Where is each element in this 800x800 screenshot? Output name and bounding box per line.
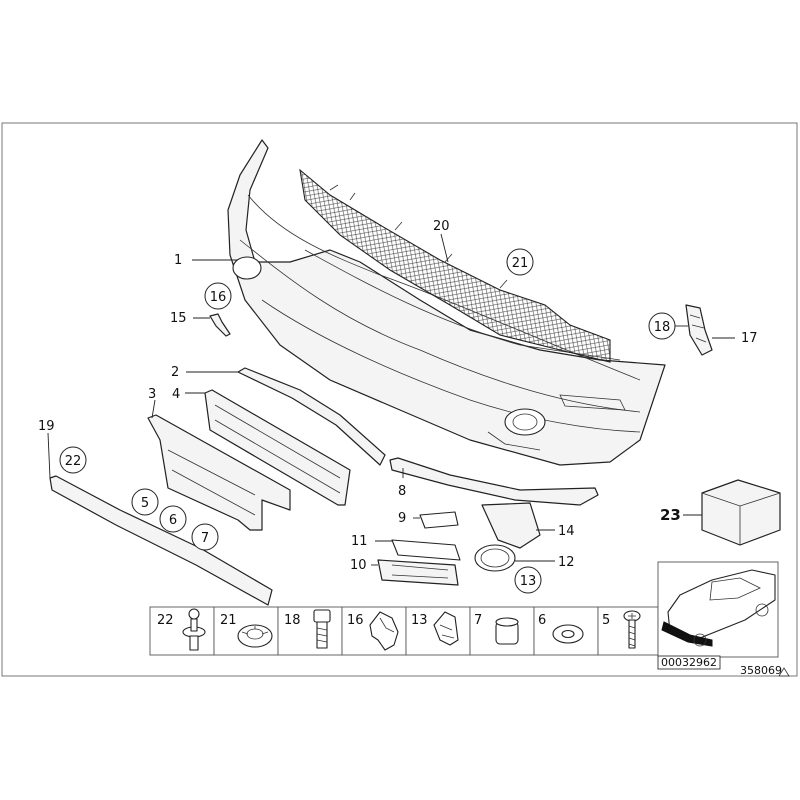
- callout-9: 9: [398, 511, 406, 526]
- bumper-cover: [227, 139, 666, 466]
- callout-19: 19: [38, 419, 55, 434]
- lower-spoiler-strip: [49, 475, 273, 606]
- clip-16-icon: [369, 611, 399, 651]
- hardware-legend: 22 21 18 16 13 7 6 5: [149, 606, 659, 656]
- callout-labels: 1 2 3 4 8 9 10 11 12 14 15 17 19 20 23: [38, 219, 758, 573]
- car-thumbnail: [657, 561, 779, 658]
- circled-callout-16: 16: [204, 282, 232, 310]
- svg-text:16: 16: [210, 290, 227, 305]
- svg-text:18: 18: [654, 320, 671, 335]
- leader-lines: [47, 233, 735, 566]
- cap-7-icon: [495, 617, 519, 645]
- trim-strip-lower: [389, 457, 599, 506]
- screw-5-icon: [623, 610, 641, 649]
- trim-strip-upper: [237, 367, 386, 466]
- callout-2: 2: [171, 365, 179, 380]
- callout-12: 12: [558, 555, 575, 570]
- legend-label-5: 5: [602, 613, 610, 628]
- clip-22-icon: [182, 608, 206, 651]
- circled-callout-7: 7: [191, 523, 219, 551]
- legend-label-16: 16: [347, 613, 364, 628]
- small-clip: [209, 313, 231, 337]
- callout-1: 1: [174, 253, 182, 268]
- svg-text:6: 6: [169, 513, 177, 528]
- legend-label-6: 6: [538, 613, 546, 628]
- circled-callout-6: 6: [159, 505, 187, 533]
- clip-13-icon: [433, 611, 459, 646]
- callout-14: 14: [558, 524, 575, 539]
- circled-callout-13: 13: [514, 566, 542, 594]
- svg-text:5: 5: [141, 496, 149, 511]
- diagram-frame: [1, 122, 798, 677]
- callout-11: 11: [351, 534, 368, 549]
- nut-21-icon: [237, 624, 273, 648]
- legend-cell-18: [277, 606, 343, 656]
- thumbnail-code: 00032962: [661, 656, 717, 669]
- plate-holder: [147, 414, 291, 531]
- svg-text:7: 7: [201, 531, 209, 546]
- washer-6-icon: [552, 624, 584, 644]
- svg-text:22: 22: [65, 454, 82, 469]
- legend-label-18: 18: [284, 613, 301, 628]
- svg-text:21: 21: [512, 256, 529, 271]
- callout-8: 8: [398, 484, 406, 499]
- circled-callout-18: 18: [648, 312, 676, 340]
- grille-bracket: [685, 304, 713, 356]
- fog-light-housing: [474, 502, 541, 572]
- callout-15: 15: [170, 311, 187, 326]
- circled-callout-21: 21: [506, 248, 534, 276]
- plate-base: [204, 389, 351, 506]
- circled-callout-22: 22: [59, 446, 87, 474]
- callout-20: 20: [433, 219, 450, 234]
- legend-label-7: 7: [474, 613, 482, 628]
- callout-23: 23: [660, 506, 681, 524]
- legend-label-13: 13: [411, 613, 428, 628]
- mesh-grille: [299, 168, 611, 363]
- circled-callouts: 16 21 18 22 5 6 7 13: [59, 248, 676, 594]
- diagram-number: 358069: [740, 664, 782, 677]
- corner-triangle-icon: [778, 667, 790, 677]
- box-part: [701, 479, 781, 546]
- svg-text:13: 13: [520, 574, 537, 589]
- callout-3: 3: [148, 387, 156, 402]
- fog-light-covers: [377, 511, 461, 586]
- callout-4: 4: [172, 387, 180, 402]
- circled-callout-5: 5: [131, 488, 159, 516]
- bolt-18-icon: [313, 609, 331, 649]
- legend-label-22: 22: [157, 613, 174, 628]
- callout-17: 17: [741, 331, 758, 346]
- legend-label-21: 21: [220, 613, 237, 628]
- callout-10: 10: [350, 558, 367, 573]
- thumbnail-code-box: [657, 655, 721, 670]
